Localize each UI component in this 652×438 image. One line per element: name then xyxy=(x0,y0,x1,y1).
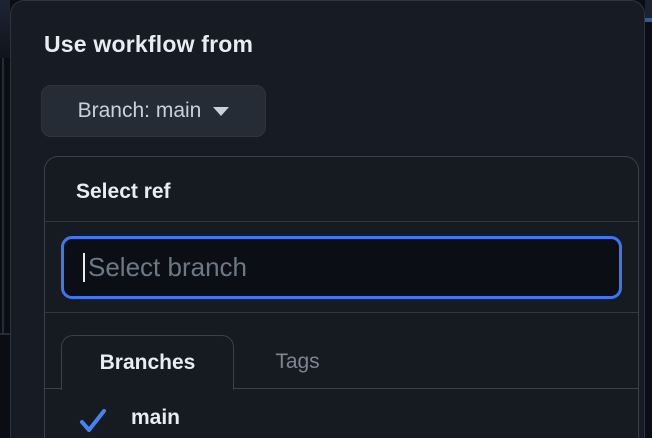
ref-search-field-frame xyxy=(61,236,622,299)
branch-list: main xyxy=(45,389,638,438)
tab-tags[interactable]: Tags xyxy=(235,335,360,390)
tab-branches[interactable]: Branches xyxy=(61,334,234,390)
background-blue-accent xyxy=(645,18,652,22)
branch-name: main xyxy=(131,406,181,429)
select-ref-header: Select ref xyxy=(45,157,638,222)
background-card-border xyxy=(0,333,10,335)
tab-tags-label: Tags xyxy=(275,350,320,373)
background-element-left xyxy=(0,0,10,58)
tab-branches-label: Branches xyxy=(99,350,196,374)
select-ref-panel: Select ref Branches Tags main xyxy=(44,156,639,438)
branch-selector-button[interactable]: Branch: main xyxy=(41,85,266,137)
branch-list-item-main[interactable]: main xyxy=(45,401,575,438)
background-element-right xyxy=(645,0,652,18)
branch-selector-label: Branch: main xyxy=(77,99,202,122)
select-branch-input[interactable] xyxy=(64,239,619,296)
check-icon xyxy=(80,409,106,432)
select-ref-title: Select ref xyxy=(76,180,171,203)
run-workflow-popup: Use workflow from Branch: main Select re… xyxy=(10,0,645,438)
background-card-border xyxy=(2,58,4,333)
chevron-down-icon xyxy=(213,106,230,116)
ref-tabs-row: Branches Tags xyxy=(45,313,638,390)
ref-search-section xyxy=(45,222,638,313)
use-workflow-from-title: Use workflow from xyxy=(44,31,254,57)
